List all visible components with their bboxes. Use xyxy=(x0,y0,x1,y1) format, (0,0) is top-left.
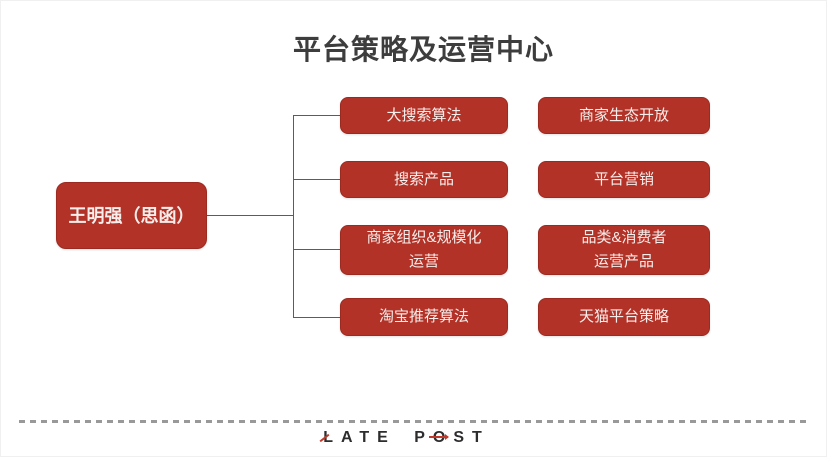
connector-stub-row4 xyxy=(293,317,340,318)
org-node-label: 平台营销 xyxy=(593,170,654,188)
org-node-pinlei-xiaofeizhe-chanpin: 品类&消费者 运营产品 xyxy=(538,225,710,275)
org-node-taobao-tuijian-suanfa: 淘宝推荐算法 xyxy=(340,298,508,336)
org-node-label: 商家生态开放 xyxy=(578,106,669,124)
org-node-root: 王明强（思函） xyxy=(56,182,207,249)
logo-letter-o: O xyxy=(428,429,453,447)
org-node-label: 天猫平台策略 xyxy=(578,308,669,325)
logo-letter-p: P xyxy=(414,429,433,446)
org-node-shangjia-zuzhi-yunying: 商家组织&规模化 运营 xyxy=(340,225,508,275)
org-node-label: 运营 xyxy=(408,253,439,270)
connector-stub-row2 xyxy=(293,179,340,180)
connector-stub-row3 xyxy=(293,249,340,250)
org-node-label: 大搜索算法 xyxy=(386,106,462,124)
org-node-root-label: 王明强（思函） xyxy=(68,205,195,226)
org-node-label: 品类&消费者 xyxy=(581,229,667,246)
logo-letter-l-text: L xyxy=(323,429,341,446)
logo-o-clock-hand-icon xyxy=(428,434,449,440)
org-node-pingtai-yingxiao: 平台营销 xyxy=(538,161,710,198)
org-node-label: 运营产品 xyxy=(593,253,654,270)
org-node-label: 淘宝推荐算法 xyxy=(378,308,469,325)
org-node-shangjia-shengtai-kaifang: 商家生态开放 xyxy=(538,97,710,134)
connector-spine xyxy=(293,115,294,318)
connector-root-to-spine xyxy=(207,215,293,216)
org-node-tianmao-pingtai-celue: 天猫平台策略 xyxy=(538,298,710,336)
connector-stub-row1 xyxy=(293,115,340,116)
org-node-label: 搜索产品 xyxy=(393,170,454,188)
dashed-divider xyxy=(19,420,807,423)
org-node-label: 商家组织&规模化 xyxy=(366,229,482,246)
page-title: 平台策略及运营中心 xyxy=(292,34,554,65)
org-node-da-sousuo-suanfa: 大搜索算法 xyxy=(340,97,508,134)
logo-letters-st: ST xyxy=(453,429,490,446)
logo-letter-l: L xyxy=(319,429,341,447)
logo-letters-ate: ATE xyxy=(340,429,396,446)
org-node-sousuo-chanpin: 搜索产品 xyxy=(340,161,508,198)
